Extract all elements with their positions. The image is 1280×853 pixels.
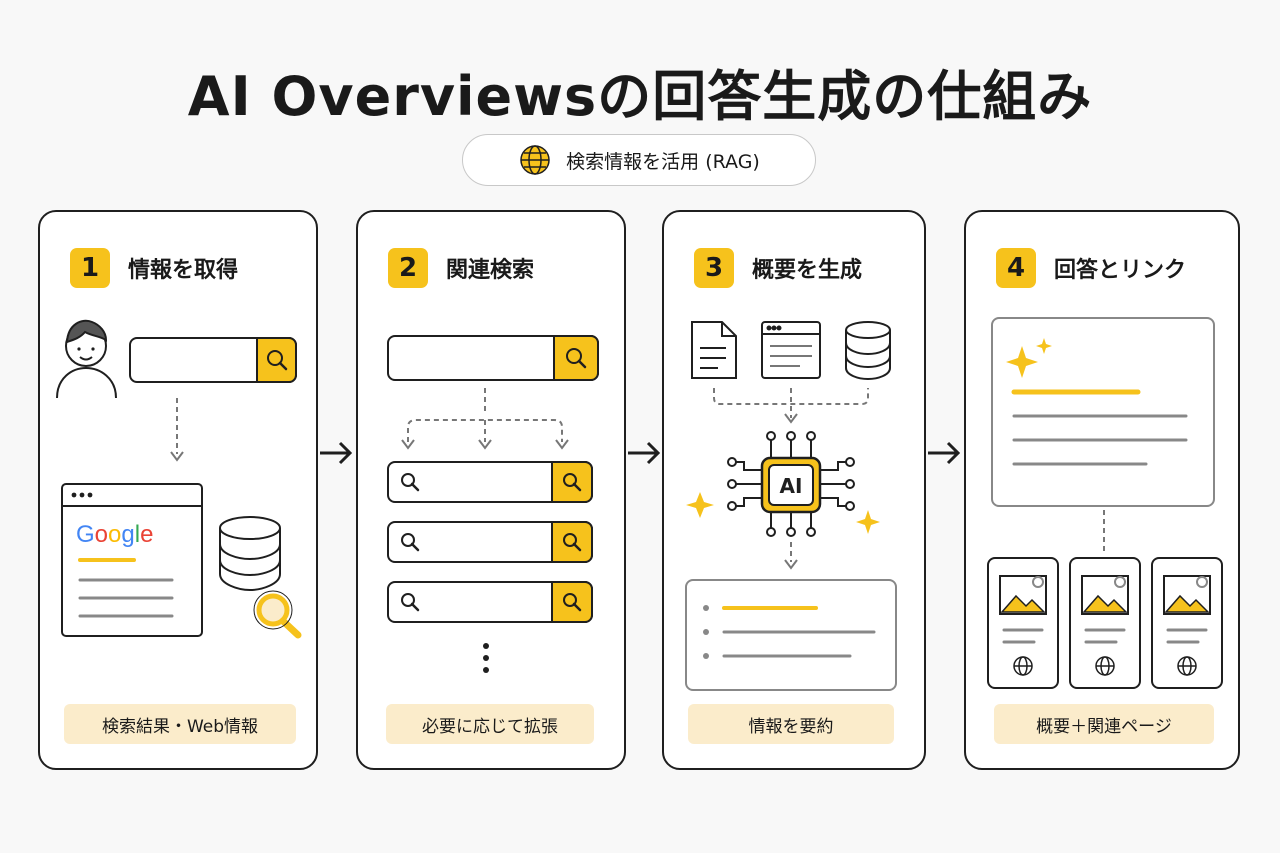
- image-icon: [1081, 575, 1129, 615]
- more-dots-icon: [483, 643, 489, 673]
- flow-arrow-icon: [928, 441, 961, 465]
- main-search-bar[interactable]: [387, 335, 599, 381]
- ai-overview-panel: [991, 317, 1215, 507]
- sparkle-icon: [1006, 346, 1038, 378]
- step-title: 回答とリンク: [1054, 258, 1187, 283]
- ai-chip-icon: [727, 431, 855, 537]
- sparkle-icon: [856, 510, 880, 534]
- page-title: AI Overviewsの回答生成の仕組み: [187, 65, 1093, 128]
- rag-badge-label: 検索情報を活用 (RAG): [566, 150, 760, 173]
- step-number: 1: [70, 248, 110, 288]
- user-avatar-icon: [56, 319, 117, 399]
- step-card-2: 2 関連検索: [356, 210, 626, 770]
- step-card-4: 4 回答とリンク: [964, 210, 1240, 770]
- magnifier-icon: [253, 590, 302, 639]
- flow-arrow-icon: [320, 441, 353, 465]
- globe-icon: [1095, 656, 1115, 676]
- branch-dashed-arrows: [401, 388, 569, 450]
- image-icon: [999, 575, 1047, 615]
- dashed-arrow: [170, 398, 184, 462]
- search-bar[interactable]: [129, 337, 297, 383]
- step-card-3: 3 概要を生成: [662, 210, 926, 770]
- step-title: 情報を取得: [128, 258, 239, 283]
- summary-panel: [685, 579, 897, 691]
- merge-dashed-arrows: [713, 388, 869, 418]
- dashed-arrow: [784, 542, 798, 570]
- step-card-1: 1 情報を取得: [38, 210, 318, 770]
- globe-icon: [520, 145, 550, 175]
- ai-chip-label: AI: [780, 474, 803, 498]
- related-search-bar[interactable]: [387, 461, 593, 503]
- globe-icon: [1013, 656, 1033, 676]
- search-icon: [267, 350, 288, 371]
- arrow-head: [784, 413, 798, 424]
- step-footer: 必要に応じて拡張: [386, 704, 594, 744]
- step-number: 3: [694, 248, 734, 288]
- step-footer: 情報を要約: [688, 704, 894, 744]
- step-title: 関連検索: [446, 258, 535, 283]
- flow-arrow-icon: [628, 441, 661, 465]
- step-footer: 検索結果・Web情報: [64, 704, 296, 744]
- step-title: 概要を生成: [752, 258, 863, 283]
- database-icon: [845, 321, 891, 381]
- sparkle-icon: [1036, 338, 1052, 354]
- google-logo: Google: [76, 521, 153, 548]
- source-link-card[interactable]: [987, 557, 1059, 689]
- image-icon: [1163, 575, 1211, 615]
- rag-badge: 検索情報を活用 (RAG): [462, 134, 816, 186]
- globe-icon: [1177, 656, 1197, 676]
- database-icon: [219, 516, 281, 592]
- web-page-icon: [761, 321, 821, 379]
- step-footer: 概要＋関連ページ: [994, 704, 1214, 744]
- sparkle-icon: [686, 492, 714, 518]
- step-number: 4: [996, 248, 1036, 288]
- related-search-bar[interactable]: [387, 581, 593, 623]
- document-icon: [691, 321, 737, 379]
- source-link-card[interactable]: [1069, 557, 1141, 689]
- browser-window-icon: Google: [61, 483, 203, 637]
- search-icon: [566, 348, 587, 369]
- source-link-card[interactable]: [1151, 557, 1223, 689]
- step-number: 2: [388, 248, 428, 288]
- related-search-bar[interactable]: [387, 521, 593, 563]
